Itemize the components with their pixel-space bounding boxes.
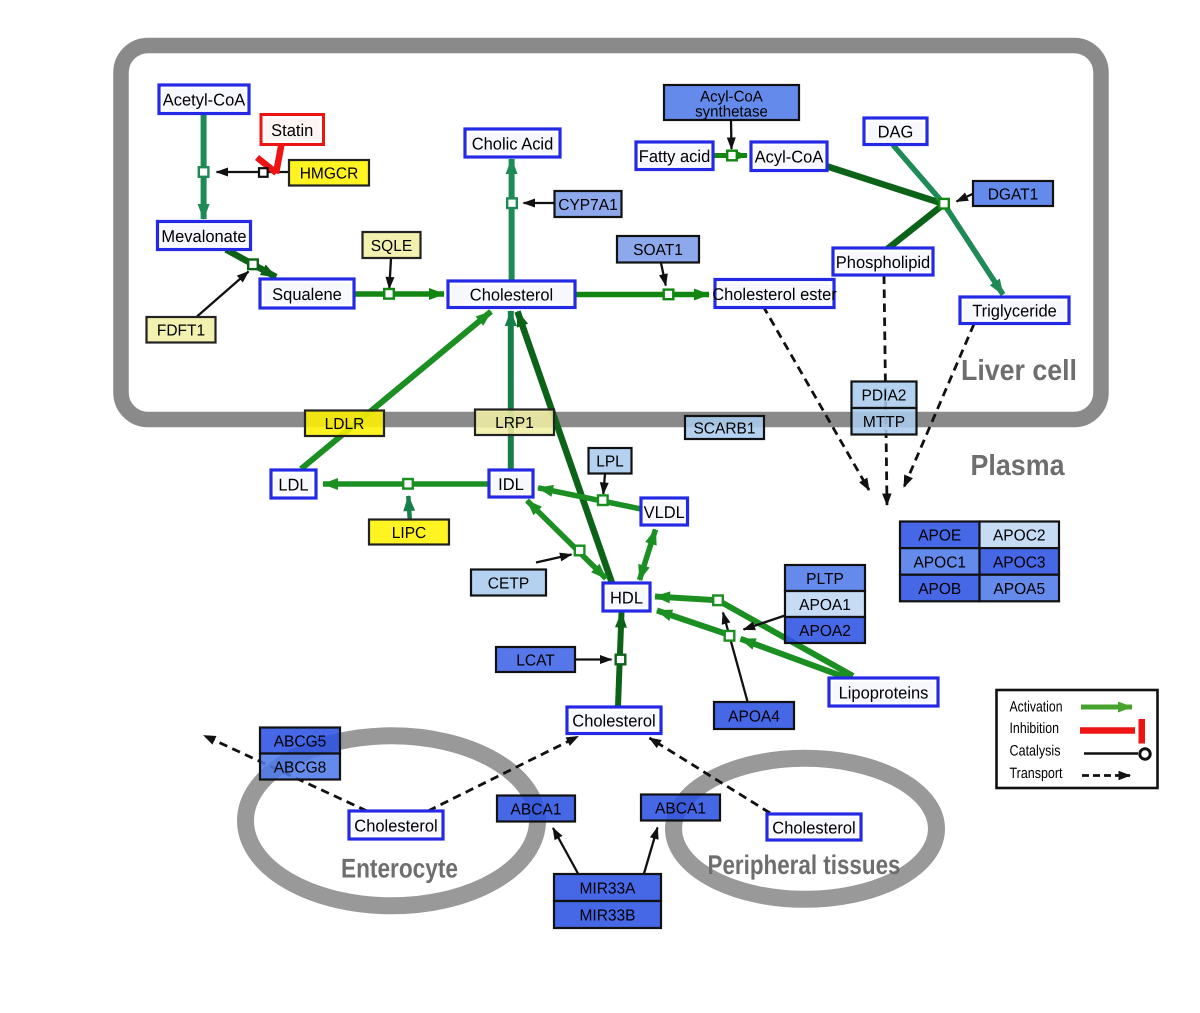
svg-text:LPL: LPL	[596, 454, 624, 471]
svg-text:LRP1: LRP1	[495, 415, 534, 432]
svg-text:Cholesterol: Cholesterol	[772, 818, 855, 837]
svg-text:SOAT1: SOAT1	[633, 242, 683, 259]
svg-text:Acyl-CoA: Acyl-CoA	[700, 89, 763, 106]
svg-text:Transport: Transport	[1010, 765, 1064, 782]
svg-text:CYP7A1: CYP7A1	[558, 197, 618, 214]
svg-text:Plasma: Plasma	[971, 450, 1066, 482]
svg-text:ABCA1: ABCA1	[655, 800, 706, 817]
svg-text:Inhibition: Inhibition	[1010, 720, 1060, 737]
svg-text:APOC2: APOC2	[993, 528, 1046, 545]
svg-text:Cholesterol: Cholesterol	[354, 816, 437, 835]
svg-text:PDIA2: PDIA2	[862, 388, 907, 405]
svg-text:SCARB1: SCARB1	[693, 420, 755, 437]
svg-text:DGAT1: DGAT1	[988, 186, 1039, 203]
svg-text:MTTP: MTTP	[863, 414, 905, 431]
svg-text:HDL: HDL	[610, 588, 643, 607]
svg-text:Activation: Activation	[1010, 699, 1063, 716]
svg-text:HMGCR: HMGCR	[300, 166, 359, 183]
svg-text:Statin: Statin	[271, 121, 313, 140]
svg-text:Mevalonate: Mevalonate	[161, 227, 246, 246]
svg-text:SQLE: SQLE	[371, 238, 412, 255]
svg-text:FDFT1: FDFT1	[157, 323, 205, 340]
svg-text:Triglyceride: Triglyceride	[972, 302, 1057, 321]
svg-text:LDL: LDL	[278, 475, 308, 494]
svg-text:Liver cell: Liver cell	[961, 355, 1077, 387]
svg-text:APOA1: APOA1	[799, 597, 851, 614]
svg-text:IDL: IDL	[498, 475, 524, 494]
svg-text:LDLR: LDLR	[325, 416, 365, 433]
svg-text:Acyl-CoA: Acyl-CoA	[755, 148, 824, 167]
svg-text:APOC3: APOC3	[993, 554, 1046, 571]
svg-text:MIR33A: MIR33A	[579, 880, 635, 897]
svg-text:DAG: DAG	[878, 123, 914, 142]
svg-text:Peripheral tissues: Peripheral tissues	[708, 850, 901, 880]
svg-text:APOA2: APOA2	[799, 623, 851, 640]
svg-text:VLDL: VLDL	[644, 503, 685, 522]
svg-text:Phospholipid: Phospholipid	[836, 253, 930, 272]
svg-text:APOE: APOE	[918, 528, 961, 545]
svg-text:MIR33B: MIR33B	[579, 907, 635, 924]
svg-text:Cholesterol: Cholesterol	[572, 712, 655, 731]
svg-text:Lipoproteins: Lipoproteins	[839, 683, 929, 702]
svg-text:Cholic Acid: Cholic Acid	[472, 134, 554, 153]
svg-text:Catalysis: Catalysis	[1010, 743, 1061, 760]
svg-text:Cholesterol ester: Cholesterol ester	[712, 285, 837, 304]
svg-text:APOC1: APOC1	[913, 554, 966, 571]
svg-text:ABCA1: ABCA1	[511, 801, 562, 818]
svg-text:Squalene: Squalene	[272, 285, 342, 304]
svg-text:ABCG8: ABCG8	[274, 759, 327, 776]
svg-text:Fatty acid: Fatty acid	[639, 147, 711, 166]
svg-text:PLTP: PLTP	[806, 571, 844, 588]
svg-text:CETP: CETP	[488, 575, 529, 592]
svg-text:LCAT: LCAT	[516, 652, 555, 669]
svg-text:Acetyl-CoA: Acetyl-CoA	[163, 91, 246, 110]
svg-text:ABCG5: ABCG5	[274, 733, 327, 750]
svg-text:APOA4: APOA4	[728, 708, 780, 725]
svg-text:Enterocyte: Enterocyte	[341, 854, 458, 884]
svg-text:LIPC: LIPC	[392, 525, 427, 542]
svg-text:APOB: APOB	[918, 581, 961, 598]
svg-text:Cholesterol: Cholesterol	[470, 286, 553, 305]
svg-text:APOA5: APOA5	[993, 581, 1045, 598]
svg-text:synthetase: synthetase	[695, 104, 768, 121]
